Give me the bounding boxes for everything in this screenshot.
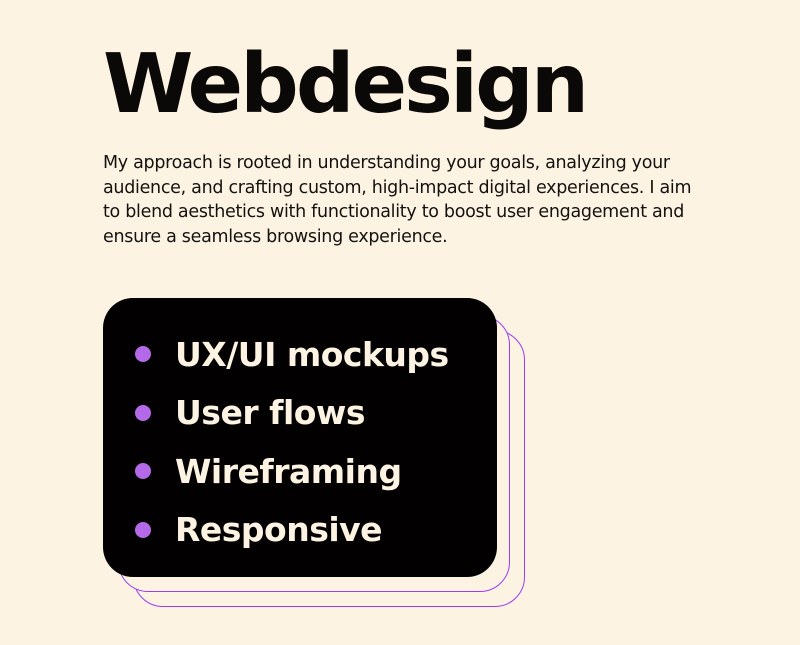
page-title: Webdesign [103, 37, 589, 132]
bullet-dot-icon [135, 404, 151, 421]
bullet-dot-icon [135, 346, 151, 363]
list-item: Wireframing [135, 442, 449, 501]
service-label: UX/UI mockups [175, 334, 449, 374]
list-item: UX/UI mockups [135, 325, 449, 384]
section-description: My approach is rooted in understanding y… [103, 153, 692, 247]
service-label: Wireframing [175, 451, 402, 491]
service-label: User flows [175, 393, 366, 433]
services-list: UX/UI mockups User flows Wireframing Res… [135, 325, 449, 559]
bullet-dot-icon [135, 463, 151, 480]
services-card: UX/UI mockups User flows Wireframing Res… [103, 298, 497, 577]
list-item: Responsive [135, 501, 449, 560]
list-item: User flows [135, 384, 449, 443]
service-label: Responsive [175, 510, 383, 550]
bullet-dot-icon [135, 521, 151, 538]
